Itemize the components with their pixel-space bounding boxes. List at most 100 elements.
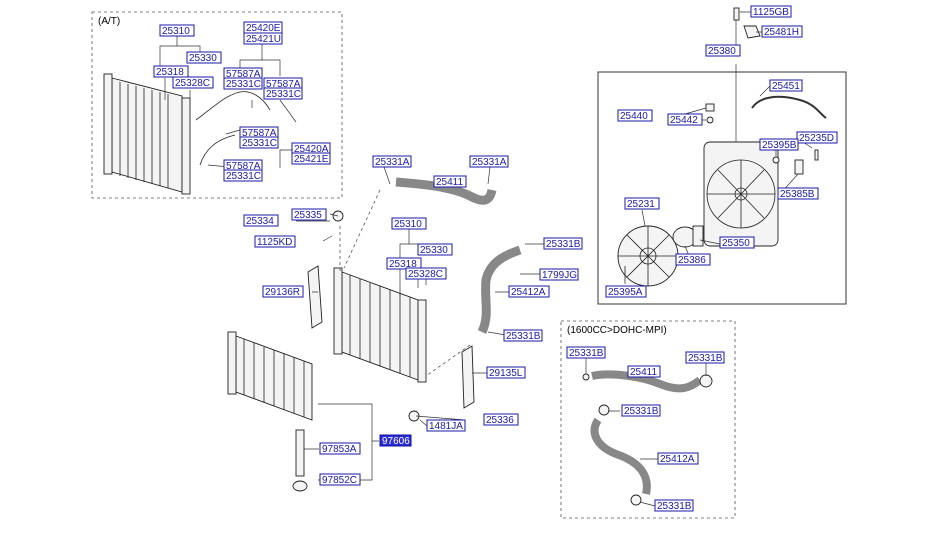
label-m-25330[interactable]: 25330	[417, 243, 453, 256]
label-f-25395b[interactable]: 25395B	[759, 138, 799, 151]
main-radiator	[333, 267, 427, 383]
svg-text:25350: 25350	[722, 238, 750, 249]
label-at-25421u[interactable]: 25421U	[243, 32, 283, 45]
label-m-25331b-1[interactable]: 25331B	[543, 237, 583, 250]
label-m-25331a-1[interactable]: 25331A	[372, 155, 412, 168]
label-f-25440[interactable]: 25440	[617, 109, 653, 122]
label-m-1125kd[interactable]: 1125KD	[254, 235, 296, 248]
fan-assembly-frame	[597, 71, 847, 305]
at-radiator	[103, 73, 191, 195]
label-m-25310[interactable]: 25310	[391, 217, 427, 230]
svg-text:25412A: 25412A	[660, 454, 695, 465]
label-f-25231[interactable]: 25231	[624, 197, 660, 210]
label-f-1125gb[interactable]: 1125GB	[750, 5, 792, 18]
svg-text:25385B: 25385B	[780, 189, 815, 200]
label-e-25331b-3[interactable]: 25331B	[621, 404, 661, 417]
label-m-29135l[interactable]: 29135L	[486, 366, 526, 379]
label-at-25318[interactable]: 25318	[153, 65, 189, 78]
svg-text:25331A: 25331A	[472, 157, 507, 168]
svg-text:25395A: 25395A	[608, 287, 643, 298]
label-e-25411[interactable]: 25411	[627, 365, 661, 378]
label-m-25318[interactable]: 25318	[386, 257, 422, 270]
label-m-97853a[interactable]: 97853A	[319, 442, 361, 455]
svg-text:97606: 97606	[382, 436, 410, 447]
label-m-25412a[interactable]: 25412A	[508, 285, 550, 298]
label-at-25328c[interactable]: 25328C	[172, 76, 214, 89]
svg-text:25331B: 25331B	[624, 406, 659, 417]
svg-text:25335: 25335	[294, 210, 322, 221]
svg-text:25331A: 25331A	[375, 157, 410, 168]
svg-text:25231: 25231	[627, 199, 655, 210]
clip-25442	[706, 116, 714, 124]
label-f-25385b[interactable]: 25385B	[777, 187, 819, 200]
label-at-25331c-1[interactable]: 25331C	[223, 77, 263, 90]
label-f-25235d[interactable]: 25235D	[796, 131, 838, 144]
engine-group-title: (1600CC>DOHC-MPI)	[567, 325, 667, 336]
label-m-25334[interactable]: 25334	[243, 214, 279, 227]
label-m-25335[interactable]: 25335	[291, 208, 327, 221]
label-at-25421e[interactable]: 25421E	[291, 152, 331, 165]
svg-text:97853A: 97853A	[322, 444, 357, 455]
label-at-25331c-3[interactable]: 25331C	[239, 136, 279, 149]
label-m-97606[interactable]: 97606	[379, 434, 412, 447]
label-at-25331c-4[interactable]: 25331C	[223, 169, 263, 182]
label-f-25451[interactable]: 25451	[769, 79, 803, 92]
svg-text:25318: 25318	[389, 259, 417, 270]
label-e-25331b-4[interactable]: 25331B	[654, 499, 694, 512]
svg-text:25310: 25310	[394, 219, 422, 230]
svg-text:97852C: 97852C	[322, 475, 357, 486]
at-group-title: (A/T)	[98, 16, 120, 27]
engine-group-frame	[560, 320, 736, 519]
connector-25440	[705, 103, 715, 112]
svg-text:57587A: 57587A	[242, 128, 277, 139]
label-f-25380[interactable]: 25380	[705, 44, 741, 57]
label-m-1799jg[interactable]: 1799JG	[539, 268, 579, 281]
label-m-25328c[interactable]: 25328C	[405, 267, 447, 280]
label-at-25420e[interactable]: 25420E	[243, 21, 283, 34]
resistor-25385b	[794, 159, 804, 175]
label-m-25331a-2[interactable]: 25331A	[469, 155, 509, 168]
label-m-25336[interactable]: 25336	[483, 413, 519, 426]
engine-clamp-lower	[630, 494, 642, 506]
label-m-25411[interactable]: 25411	[433, 175, 467, 188]
svg-text:25331B: 25331B	[546, 239, 581, 250]
label-f-25442[interactable]: 25442	[667, 113, 703, 126]
label-m-29136r[interactable]: 29136R	[262, 285, 304, 298]
svg-text:1125KD: 1125KD	[257, 237, 292, 248]
svg-text:25328C: 25328C	[175, 78, 210, 89]
at-oil-hose-upper	[195, 91, 271, 121]
label-e-25331b-1[interactable]: 25331B	[566, 346, 606, 359]
label-m-1481ja[interactable]: 1481JA	[426, 419, 466, 432]
label-at-25330[interactable]: 25330	[186, 51, 222, 64]
svg-text:25334: 25334	[246, 216, 274, 227]
label-at-25310[interactable]: 25310	[159, 24, 195, 37]
svg-text:25331C: 25331C	[266, 89, 301, 100]
svg-text:25330: 25330	[189, 53, 217, 64]
svg-text:1799JG: 1799JG	[542, 270, 577, 281]
engine-lower-hose	[590, 417, 651, 495]
clip-25395b	[772, 156, 780, 164]
engine-clip-left	[582, 373, 590, 381]
label-e-25331b-2[interactable]: 25331B	[685, 351, 725, 364]
side-bracket-right	[307, 265, 323, 329]
svg-text:25336: 25336	[486, 415, 514, 426]
label-e-25412a[interactable]: 25412A	[657, 452, 699, 465]
label-m-25331b-2[interactable]: 25331B	[503, 329, 543, 342]
fan-shroud	[703, 141, 779, 247]
svg-text:25328C: 25328C	[408, 269, 443, 280]
label-f-25395a[interactable]: 25395A	[605, 285, 647, 298]
fan-wiring-harness	[751, 95, 827, 119]
label-at-25331c-2[interactable]: 25331C	[263, 87, 303, 100]
svg-text:29135L: 29135L	[489, 368, 523, 379]
label-f-25386[interactable]: 25386	[675, 253, 711, 266]
svg-text:1125GB: 1125GB	[753, 7, 789, 18]
svg-text:25481H: 25481H	[764, 27, 799, 38]
svg-text:25411: 25411	[436, 177, 464, 188]
svg-text:57587A: 57587A	[226, 69, 261, 80]
svg-text:57587A: 57587A	[226, 161, 261, 172]
fan-motor	[672, 225, 704, 248]
label-f-25481h[interactable]: 25481H	[761, 25, 803, 38]
label-m-97852c[interactable]: 97852C	[319, 473, 361, 486]
label-f-25350[interactable]: 25350	[719, 236, 755, 249]
svg-text:25411: 25411	[630, 367, 658, 378]
